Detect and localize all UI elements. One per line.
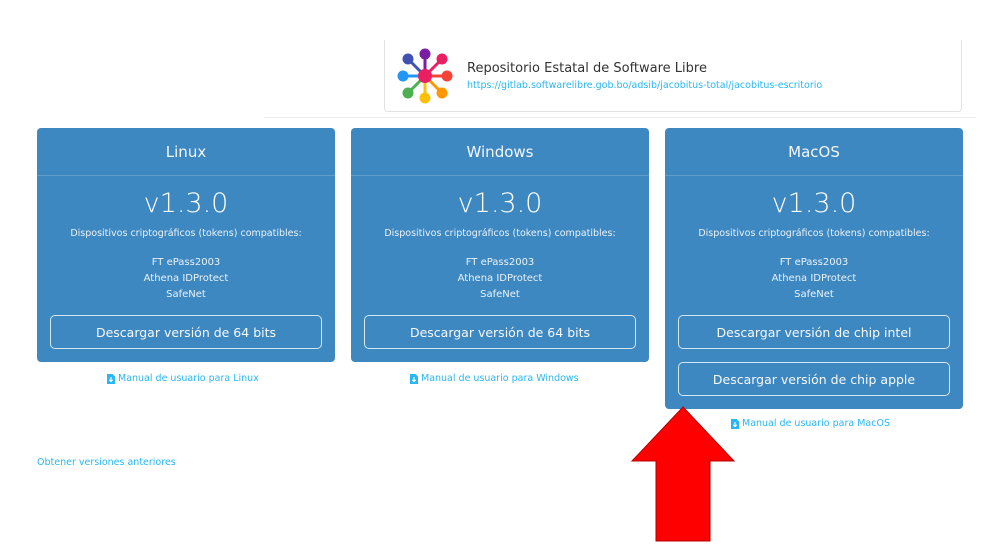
manual-link-label: Manual de usuario para Linux: [118, 373, 259, 384]
manual-link-linux[interactable]: Manual de usuario para Linux: [107, 373, 259, 384]
device-item: Athena IDProtect: [457, 273, 543, 284]
manual-link-label: Manual de usuario para Windows: [421, 373, 579, 384]
card-body: v1.3.0 Dispositivos criptográficos (toke…: [351, 176, 649, 362]
device-list: FT ePass2003 Athena IDProtect SafeNet: [37, 255, 335, 303]
older-versions-link[interactable]: Obtener versiones anteriores: [37, 457, 176, 468]
repo-title: Repositorio Estatal de Software Libre: [467, 60, 707, 76]
download-intel-button[interactable]: Descargar versión de chip intel: [678, 315, 950, 349]
card-macos: MacOS v1.3.0 Dispositivos criptográficos…: [665, 128, 963, 409]
card-body: v1.3.0 Dispositivos criptográficos (toke…: [665, 176, 963, 409]
device-list: FT ePass2003 Athena IDProtect SafeNet: [665, 255, 963, 303]
compat-label: Dispositivos criptográficos (tokens) com…: [384, 228, 616, 239]
card-title: Linux: [37, 128, 335, 176]
compat-label: Dispositivos criptográficos (tokens) com…: [698, 228, 930, 239]
file-download-icon: [107, 373, 115, 384]
repo-box: Repositorio Estatal de Software Libre ht…: [384, 40, 962, 112]
card-body: v1.3.0 Dispositivos criptográficos (toke…: [37, 176, 335, 362]
device-item: SafeNet: [794, 289, 834, 300]
device-item: Athena IDProtect: [771, 273, 857, 284]
card-title: MacOS: [665, 128, 963, 176]
version-label: v1.3.0: [771, 188, 857, 219]
divider: [264, 117, 976, 118]
file-download-icon: [410, 373, 418, 384]
red-up-arrow-icon: [630, 406, 736, 542]
download-apple-button[interactable]: Descargar versión de chip apple: [678, 362, 950, 396]
file-download-icon: [731, 418, 739, 429]
repo-text: Repositorio Estatal de Software Libre ht…: [467, 61, 822, 91]
compat-label: Dispositivos criptográficos (tokens) com…: [70, 228, 302, 239]
manual-link-label: Manual de usuario para MacOS: [742, 418, 890, 429]
device-item: FT ePass2003: [779, 257, 849, 268]
repo-logo-icon: [397, 48, 453, 103]
repo-url-link[interactable]: https://gitlab.softwarelibre.gob.bo/adsi…: [467, 79, 823, 91]
device-list: FT ePass2003 Athena IDProtect SafeNet: [351, 255, 649, 303]
card-linux: Linux v1.3.0 Dispositivos criptográficos…: [37, 128, 335, 362]
version-label: v1.3.0: [457, 188, 543, 219]
card-title: Windows: [351, 128, 649, 176]
manual-link-macos[interactable]: Manual de usuario para MacOS: [731, 418, 890, 429]
version-label: v1.3.0: [143, 188, 229, 219]
manual-link-windows[interactable]: Manual de usuario para Windows: [410, 373, 579, 384]
device-item: Athena IDProtect: [143, 273, 229, 284]
device-item: FT ePass2003: [465, 257, 535, 268]
device-item: SafeNet: [166, 289, 206, 300]
device-item: FT ePass2003: [151, 257, 221, 268]
download-64bit-button[interactable]: Descargar versión de 64 bits: [50, 315, 322, 349]
card-windows: Windows v1.3.0 Dispositivos criptográfic…: [351, 128, 649, 362]
device-item: SafeNet: [480, 289, 520, 300]
download-64bit-button[interactable]: Descargar versión de 64 bits: [364, 315, 636, 349]
